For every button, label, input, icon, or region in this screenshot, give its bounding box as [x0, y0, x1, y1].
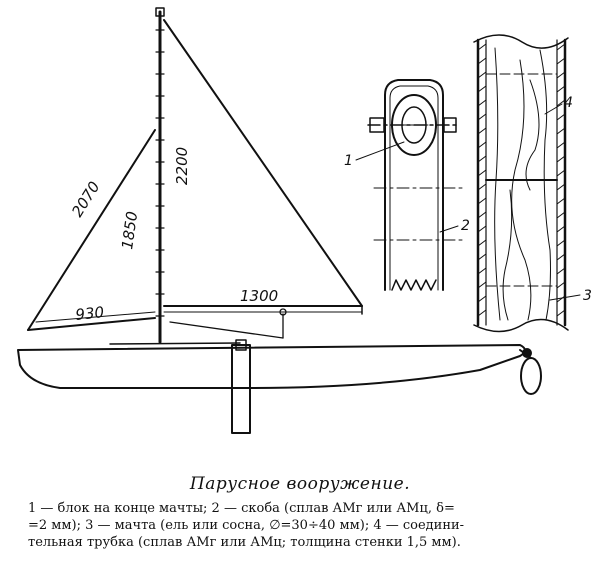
rudder [519, 348, 542, 395]
sail-rig-diagram: 2070 2200 1850 930 1300 1 2 4 3 [17, 7, 592, 434]
caption-line: =2 мм); 3 — мачта (ель или сосна, ∅=30÷4… [28, 518, 465, 533]
boat-hull [17, 342, 526, 389]
callout-numbers: 1 2 4 3 [344, 95, 592, 304]
caption-text: 1 — блок на конце мачты; 2 — скоба (спла… [28, 500, 576, 551]
mast [155, 7, 165, 344]
jib-sail [27, 129, 156, 331]
dim-leech-label: 1850 [118, 210, 141, 250]
dim-boom-label: 1300 [240, 287, 278, 305]
centerboard [231, 339, 251, 434]
boom-rigging [169, 308, 287, 339]
dimension-labels: 2070 2200 1850 930 1300 [68, 147, 278, 324]
callout-4: 4 [564, 95, 573, 111]
callout-2: 2 [461, 218, 470, 234]
caption-line: тельная трубка (сплав АМг или АМц; толщи… [28, 535, 461, 550]
dim-foot-label: 930 [75, 303, 105, 324]
caption-title: Парусное вооружение. [189, 474, 411, 494]
callout-1: 1 [344, 153, 353, 169]
mast-block-detail [355, 79, 467, 291]
mainsail [163, 19, 363, 315]
mast-tube-detail [473, 34, 581, 333]
dim-luff-label: 2070 [68, 178, 104, 220]
caption-line: 1 — блок на конце мачты; 2 — скоба (спла… [28, 501, 455, 516]
dim-mast-label: 2200 [173, 147, 191, 185]
callout-3: 3 [583, 288, 592, 304]
